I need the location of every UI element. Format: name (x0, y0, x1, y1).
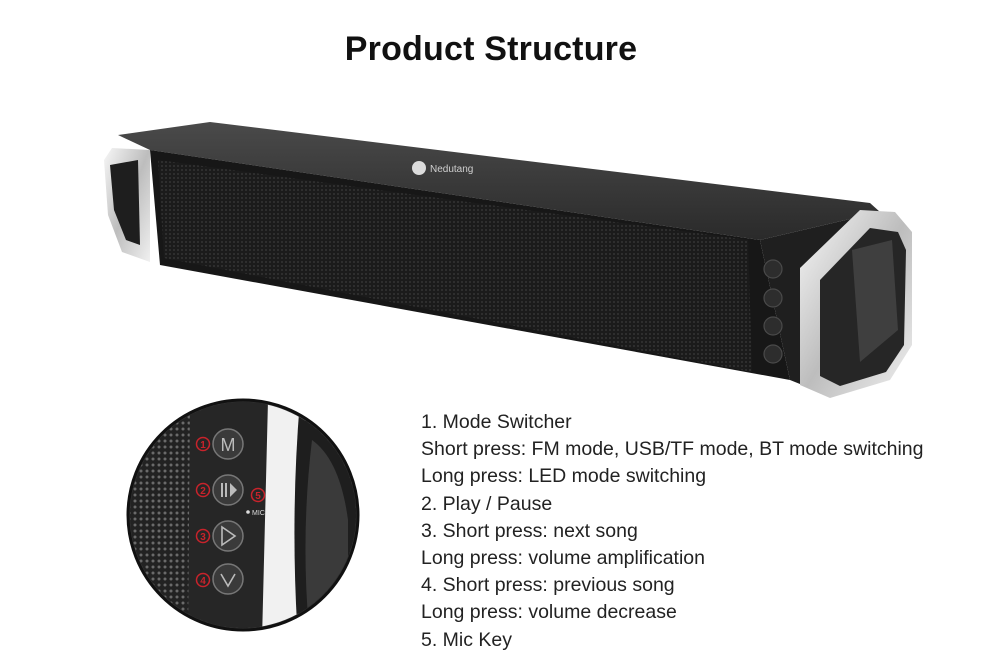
feature-line: Long press: volume decrease (421, 601, 677, 624)
svg-text:1: 1 (200, 440, 206, 451)
next-arrow-icon (221, 525, 237, 547)
feature-line: 4. Short press: previous song (421, 574, 675, 597)
callout-2: 2 (195, 482, 211, 498)
feature-line: 5. Mic Key (421, 628, 513, 651)
feature-line: Long press: LED mode switching (421, 465, 707, 488)
speaker-grille (158, 160, 752, 372)
svg-text:4: 4 (200, 576, 206, 587)
control-strip (188, 402, 270, 628)
next-button (212, 520, 244, 552)
callout-5: 5 (250, 487, 266, 503)
feature-line: 1. Mode Switcher (421, 411, 572, 433)
feature-line: Long press: volume amplification (421, 547, 705, 570)
page-title: Product Structure (344, 30, 638, 68)
speaker-bar: Nedutang (104, 122, 912, 398)
svg-text:3: 3 (200, 532, 206, 543)
feature-line: 2. Play / Pause (421, 492, 553, 515)
play-pause-button (212, 474, 244, 506)
feature-line: Short press: FM mode, USB/TF mode, BT mo… (421, 438, 924, 461)
side-buttons (763, 259, 783, 364)
mode-button: M (212, 428, 244, 460)
previous-button (212, 563, 244, 595)
svg-text:2: 2 (200, 486, 206, 497)
callout-1: 1 (195, 436, 211, 452)
callout-4: 4 (195, 572, 211, 588)
top-panel (118, 122, 880, 240)
previous-arrow-icon (220, 573, 236, 588)
callout-3: 3 (195, 528, 211, 544)
mode-m-icon: M (221, 435, 236, 455)
mic-hole (246, 510, 250, 514)
svg-text:5: 5 (255, 491, 261, 502)
mic-label: MIC (252, 510, 265, 517)
zoom-detail: M MIC 1 2 (126, 398, 360, 632)
svg-text:Nedutang: Nedutang (430, 164, 473, 175)
brand-logo: Nedutang (412, 161, 473, 175)
feature-list: 1. Mode Switcher Short press: FM mode, U… (421, 409, 981, 654)
play-pause-icon (221, 483, 237, 497)
feature-line: 3. Short press: next song (421, 519, 638, 542)
